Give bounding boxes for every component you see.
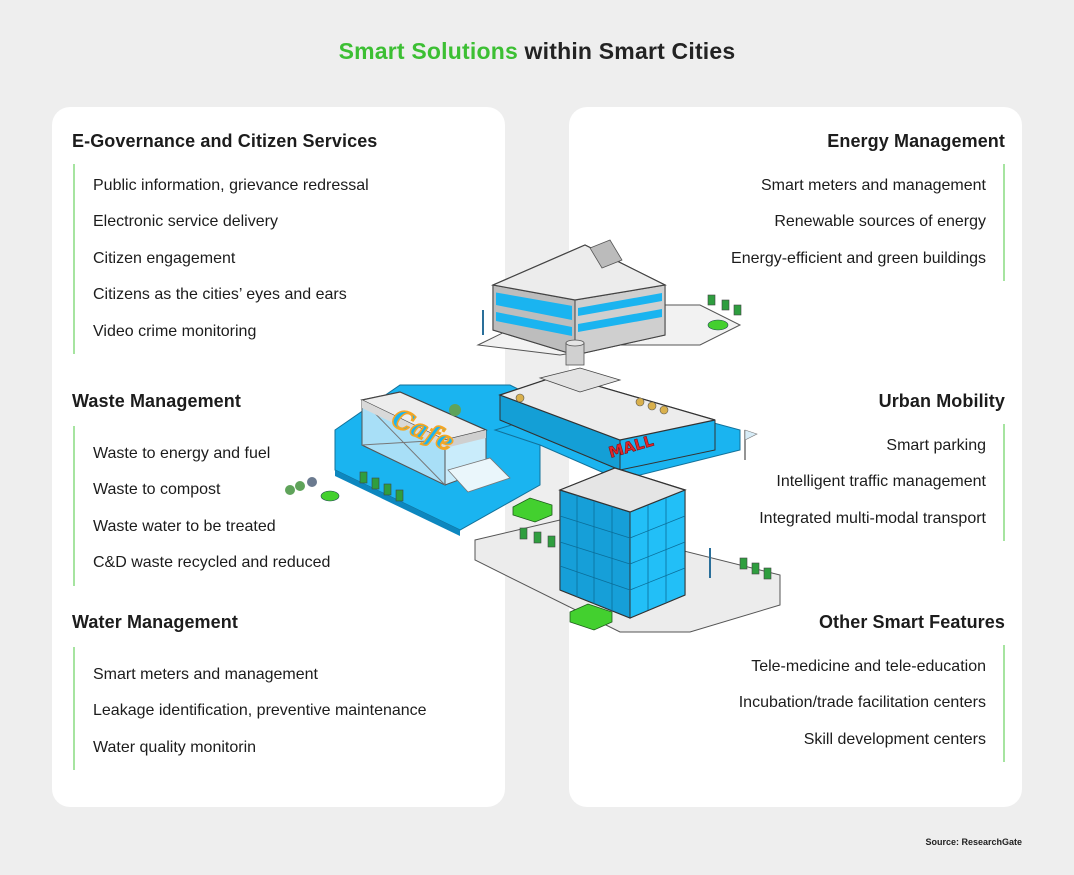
electric-car-icon	[512, 497, 613, 631]
list-item: Electronic service delivery	[93, 213, 278, 231]
section-heading: Energy Management	[827, 131, 1005, 151]
list-item: Citizens as the cities’ eyes and ears	[93, 286, 347, 304]
title-accent: Smart Solutions	[338, 38, 518, 64]
section-heading: E-Governance and Citizen Services	[72, 131, 378, 151]
section-other-smart-features: Other Smart Features Tele-medicine and t…	[565, 612, 1005, 763]
office-building-icon	[476, 239, 742, 356]
item-list: Public information, grievance redressal …	[73, 164, 502, 355]
section-water-management: Water Management Smart meters and manage…	[72, 612, 502, 771]
list-item: Energy-efficient and green buildings	[731, 249, 986, 267]
charging-station-icon	[519, 527, 772, 580]
section-e-governance: E-Governance and Citizen Services Public…	[72, 131, 502, 355]
list-item: Water quality monitorin	[93, 738, 257, 756]
list-item: Public information, grievance redressal	[93, 177, 369, 194]
section-heading: Other Smart Features	[818, 612, 1005, 632]
section-heading: Water Management	[72, 612, 238, 632]
section-energy-management: Energy Management Smart meters and manag…	[565, 131, 1005, 282]
glass-tower-icon	[558, 467, 687, 619]
list-item: Smart parking	[886, 437, 986, 454]
item-list: Smart meters and management Renewable so…	[565, 164, 1005, 282]
section-urban-mobility: Urban Mobility Smart parking Intelligent…	[565, 391, 1005, 542]
section-heading: Urban Mobility	[878, 391, 1005, 411]
item-list: Waste to energy and fuel Waste to compos…	[73, 426, 502, 586]
list-item: Incubation/trade facilitation centers	[738, 694, 986, 712]
list-item: Integrated multi-modal transport	[759, 509, 986, 527]
list-item: C&D waste recycled and reduced	[93, 554, 331, 572]
list-item: Waste water to be treated	[93, 517, 276, 535]
list-item: Leakage identification, preventive maint…	[93, 702, 427, 720]
section-heading: Waste Management	[72, 391, 241, 411]
mall-building-icon: MALL	[493, 339, 758, 481]
list-item: Skill development centers	[803, 730, 986, 748]
list-item: Smart meters and management	[761, 177, 986, 194]
cafe-building-icon: Cafe	[285, 391, 511, 502]
list-item: Waste to compost	[93, 481, 221, 499]
list-item: Waste to energy and fuel	[93, 445, 271, 462]
smart-city-illustration: Cafe MALL	[285, 230, 781, 640]
list-item: Citizen engagement	[93, 249, 236, 267]
list-item: Video crime monitoring	[93, 322, 257, 340]
title-rest: within Smart Cities	[517, 38, 736, 64]
list-item: Tele-medicine and tele-education	[751, 658, 986, 675]
section-waste-management: Waste Management Waste to energy and fue…	[72, 391, 502, 586]
item-list: Tele-medicine and tele-education Incubat…	[565, 645, 1005, 763]
list-item: Smart meters and management	[93, 666, 318, 683]
list-item: Renewable sources of energy	[774, 213, 986, 231]
page-title: Smart Solutions within Smart Cities	[0, 38, 1074, 65]
list-item: Intelligent traffic management	[776, 473, 986, 491]
source-note: Source: ResearchGate	[925, 837, 1022, 847]
item-list: Smart meters and management Leakage iden…	[73, 647, 502, 771]
item-list: Smart parking Intelligent traffic manage…	[565, 424, 1005, 542]
